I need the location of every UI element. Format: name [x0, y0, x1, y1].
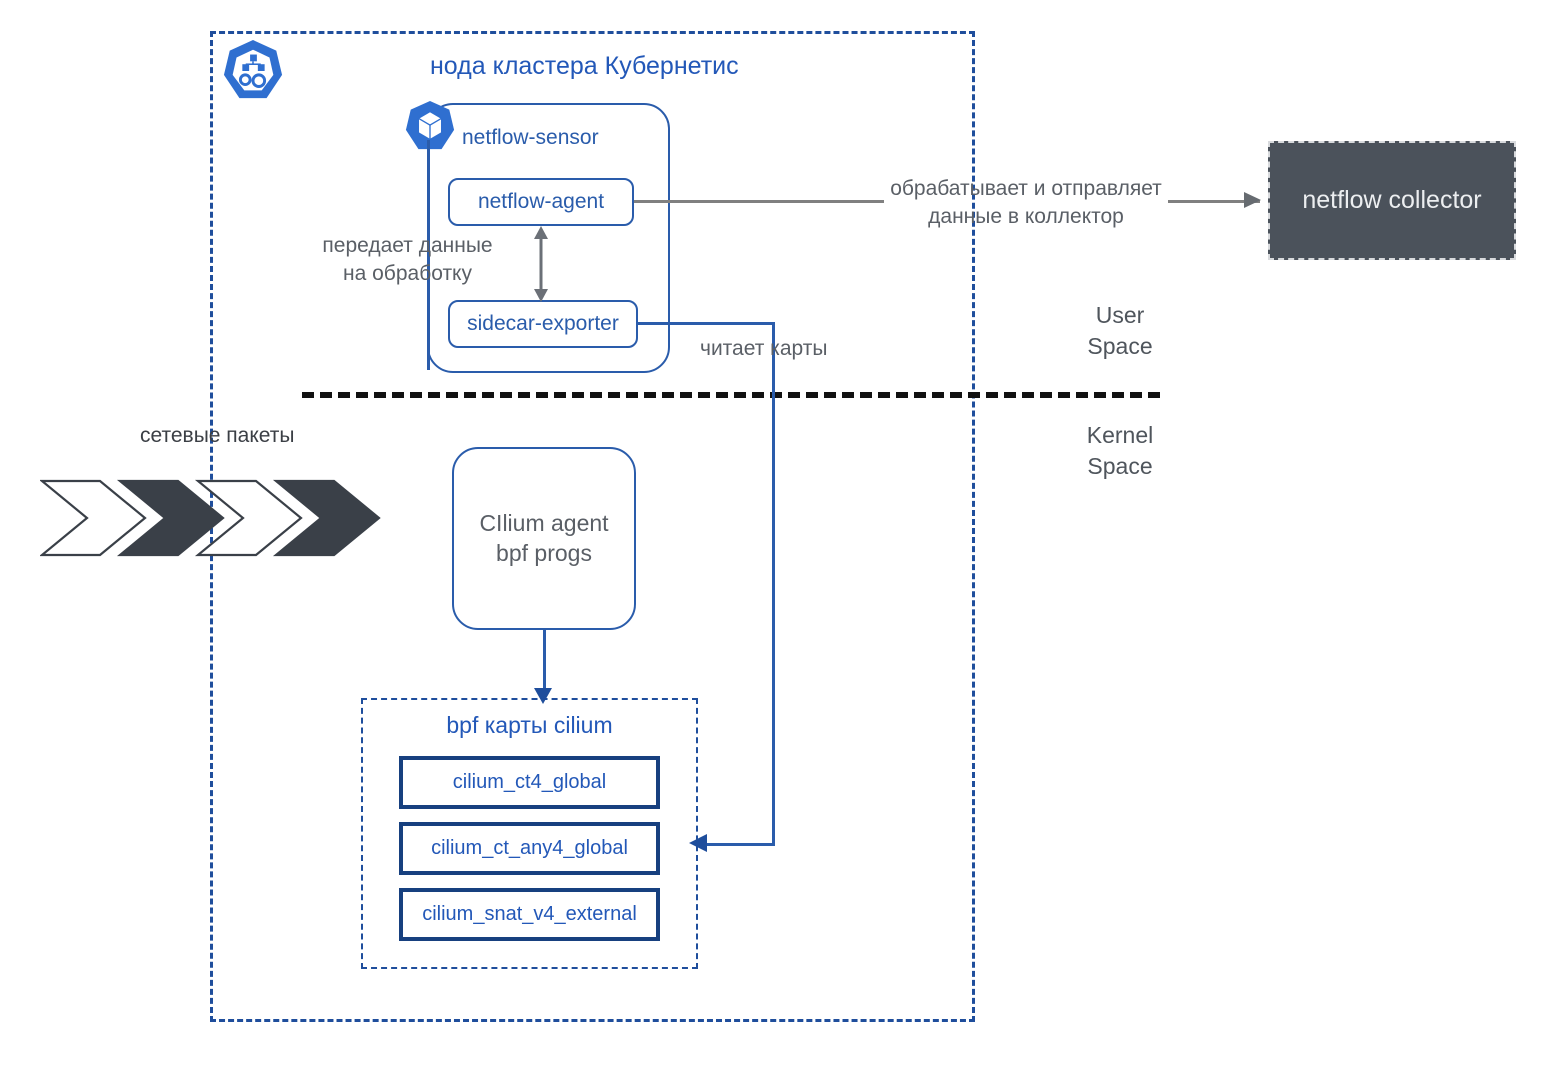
bpf-maps-group [361, 698, 698, 969]
bpf-map-item: cilium_ct4_global [399, 756, 660, 809]
agent-to-collector-line [634, 200, 884, 203]
pod-left-connector-line [427, 140, 430, 370]
container-sidecar-exporter: sidecar-exporter [448, 300, 638, 348]
bpf-maps-title: bpf карты cilium [446, 712, 613, 738]
cilium-to-maps-line [543, 630, 546, 692]
kernel-space-label: Kernel Space [1086, 422, 1154, 480]
connector-label-transfer: передает данные на обработку [322, 234, 493, 286]
pod-title: netflow-sensor [462, 126, 599, 149]
bpf-map-item: cilium_ct_any4_global [399, 822, 660, 875]
kubernetes-pod-icon [404, 99, 456, 154]
reads-maps-arrowhead-icon [689, 834, 707, 852]
netflow-collector-box: netflow collector [1268, 141, 1516, 260]
network-packets-chevrons [38, 473, 400, 563]
user-kernel-divider [302, 392, 1160, 398]
collector-arrowhead-icon [1244, 192, 1261, 208]
bidirectional-arrow-icon [528, 226, 554, 302]
connector-label-reads-maps: читает карты [700, 337, 828, 360]
kubernetes-node-icon [222, 38, 284, 104]
cilium-agent-box: CIlium agent bpf progs [452, 447, 636, 630]
reads-maps-line-h1 [638, 322, 775, 325]
reads-maps-line-h2 [700, 843, 775, 846]
collector-inbound-line [1168, 200, 1260, 203]
user-space-label: User Space [1087, 302, 1153, 360]
node-title: нода кластера Кубернетис [430, 52, 739, 80]
cilium-to-maps-arrowhead-icon [534, 688, 552, 704]
connector-label-process: обрабатывает и отправляет данные в колле… [890, 177, 1162, 229]
container-netflow-agent: netflow-agent [448, 178, 634, 226]
bpf-map-item: cilium_snat_v4_external [399, 888, 660, 941]
reads-maps-line-v [772, 322, 775, 846]
network-packets-label: сетевые пакеты [140, 424, 295, 447]
